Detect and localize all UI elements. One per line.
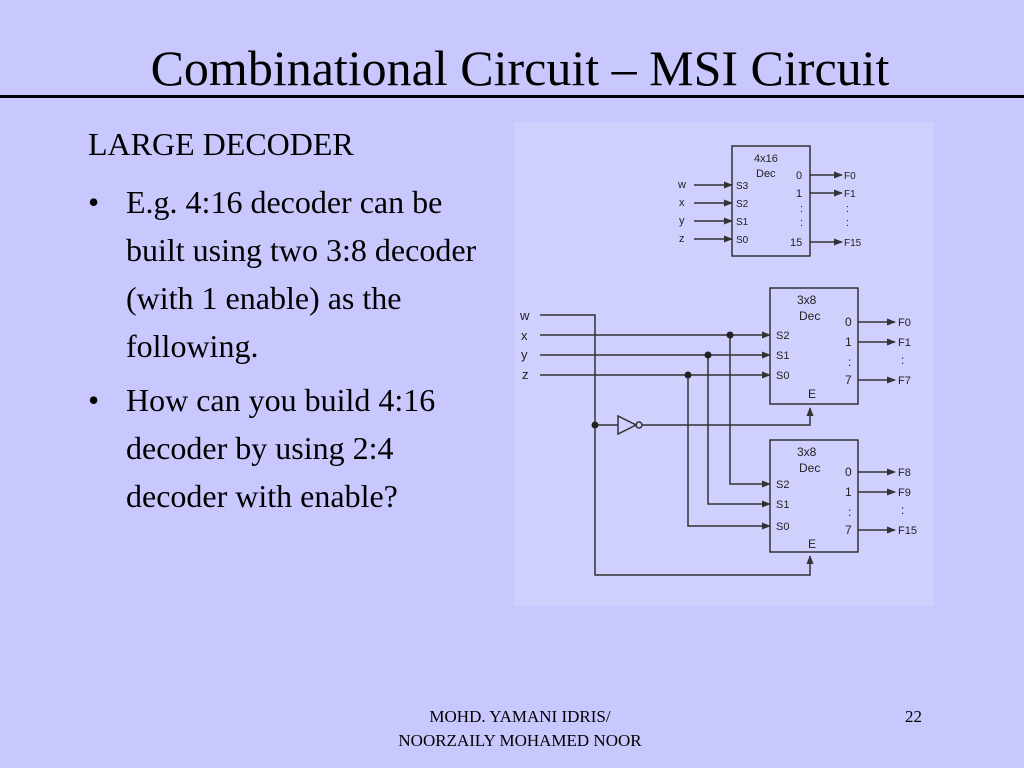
- output-index: 7: [845, 523, 852, 537]
- bullet-dot: •: [88, 184, 100, 220]
- input-label: x: [679, 197, 685, 209]
- input-label: w: [677, 179, 686, 191]
- select-label: S0: [776, 370, 789, 382]
- output-ellipsis: :: [846, 217, 849, 229]
- decoder-name: 3x8: [797, 445, 817, 459]
- enable-label: E: [808, 387, 816, 401]
- output-ellipsis: :: [848, 355, 851, 369]
- decoder-type: Dec: [799, 309, 820, 323]
- input-label: z: [679, 233, 685, 245]
- select-label: S3: [736, 181, 749, 192]
- select-label: S2: [736, 199, 749, 210]
- output-label: F1: [844, 189, 856, 200]
- inverter-icon: [617, 414, 638, 436]
- upper-3x8-decoder-box: [769, 287, 859, 405]
- output-ellipsis: :: [901, 503, 904, 517]
- input-label-x: x: [521, 328, 528, 343]
- output-label: F7: [898, 375, 911, 387]
- output-ellipsis: :: [848, 505, 851, 519]
- decoder-name: 4x16: [754, 153, 778, 165]
- output-index: 1: [796, 188, 802, 200]
- output-ellipsis: :: [800, 217, 803, 229]
- select-label: S2: [776, 479, 789, 491]
- output-index: 0: [796, 170, 802, 182]
- select-label: S0: [736, 235, 749, 246]
- decoder-type: Dec: [799, 461, 820, 475]
- output-label: F15: [898, 525, 917, 537]
- input-label-y: y: [521, 347, 528, 362]
- select-label: S1: [776, 350, 789, 362]
- input-label: y: [679, 215, 685, 227]
- output-label: F0: [844, 171, 856, 182]
- output-index: 15: [790, 237, 802, 249]
- bullet-text: How can you build 4:16 decoder by using …: [126, 382, 436, 514]
- output-label: F1: [898, 337, 911, 349]
- output-ellipsis: :: [800, 203, 803, 215]
- output-index: 1: [845, 485, 852, 499]
- slide-title: Combinational Circuit – MSI Circuit: [150, 40, 890, 96]
- output-index: 0: [845, 315, 852, 329]
- select-label: S0: [776, 521, 789, 533]
- select-label: S1: [776, 499, 789, 511]
- select-label: S1: [736, 217, 749, 228]
- output-index: 7: [845, 373, 852, 387]
- lower-decoder-labels: 3x8 Dec S2 S1 S0 0 1 : 7 E F8 F9 : F15: [776, 445, 917, 551]
- output-ellipsis: :: [901, 353, 904, 367]
- section-heading: LARGE DECODER: [88, 126, 354, 162]
- bullet-item: • How can you build 4:16 decoder by usin…: [88, 376, 488, 520]
- decoder-type: Dec: [756, 168, 776, 180]
- bullet-list: • E.g. 4:16 decoder can be built using t…: [88, 178, 488, 526]
- diagram-background: [514, 122, 934, 606]
- footer-author: MOHD. YAMANI IDRIS/ NOORZAILY MOHAMED NO…: [340, 705, 700, 753]
- decoder-circuit-diagram: 4x16 Dec w x y z S3 S2 S1 S0 0 1 : : 15 …: [514, 122, 934, 606]
- page-number: 22: [905, 707, 922, 726]
- top-4x16-decoder: [694, 145, 843, 257]
- footer-line: NOORZAILY MOHAMED NOOR: [398, 731, 642, 750]
- select-label: S2: [776, 330, 789, 342]
- upper-decoder-labels: 3x8 Dec S2 S1 S0 0 1 : 7 E F0 F1 : F7: [776, 293, 911, 401]
- junction-dots: [591, 331, 734, 429]
- decoder-name: 3x8: [797, 293, 817, 307]
- input-label-z: z: [522, 367, 529, 382]
- bullet-text: E.g. 4:16 decoder can be built using two…: [126, 184, 477, 364]
- output-label: F0: [898, 317, 911, 329]
- enable-label: E: [808, 537, 816, 551]
- input-label-w: w: [519, 308, 530, 323]
- output-index: 0: [845, 465, 852, 479]
- output-label: F9: [898, 487, 911, 499]
- output-label: F8: [898, 467, 911, 479]
- output-ellipsis: :: [846, 203, 849, 215]
- bullet-dot: •: [88, 382, 100, 418]
- footer-line: MOHD. YAMANI IDRIS/: [429, 707, 611, 726]
- lower-3x8-decoder-box: [769, 439, 859, 553]
- title-divider: [0, 95, 1024, 98]
- bullet-item: • E.g. 4:16 decoder can be built using t…: [88, 178, 488, 370]
- output-index: 1: [845, 335, 852, 349]
- output-label: F15: [844, 238, 862, 249]
